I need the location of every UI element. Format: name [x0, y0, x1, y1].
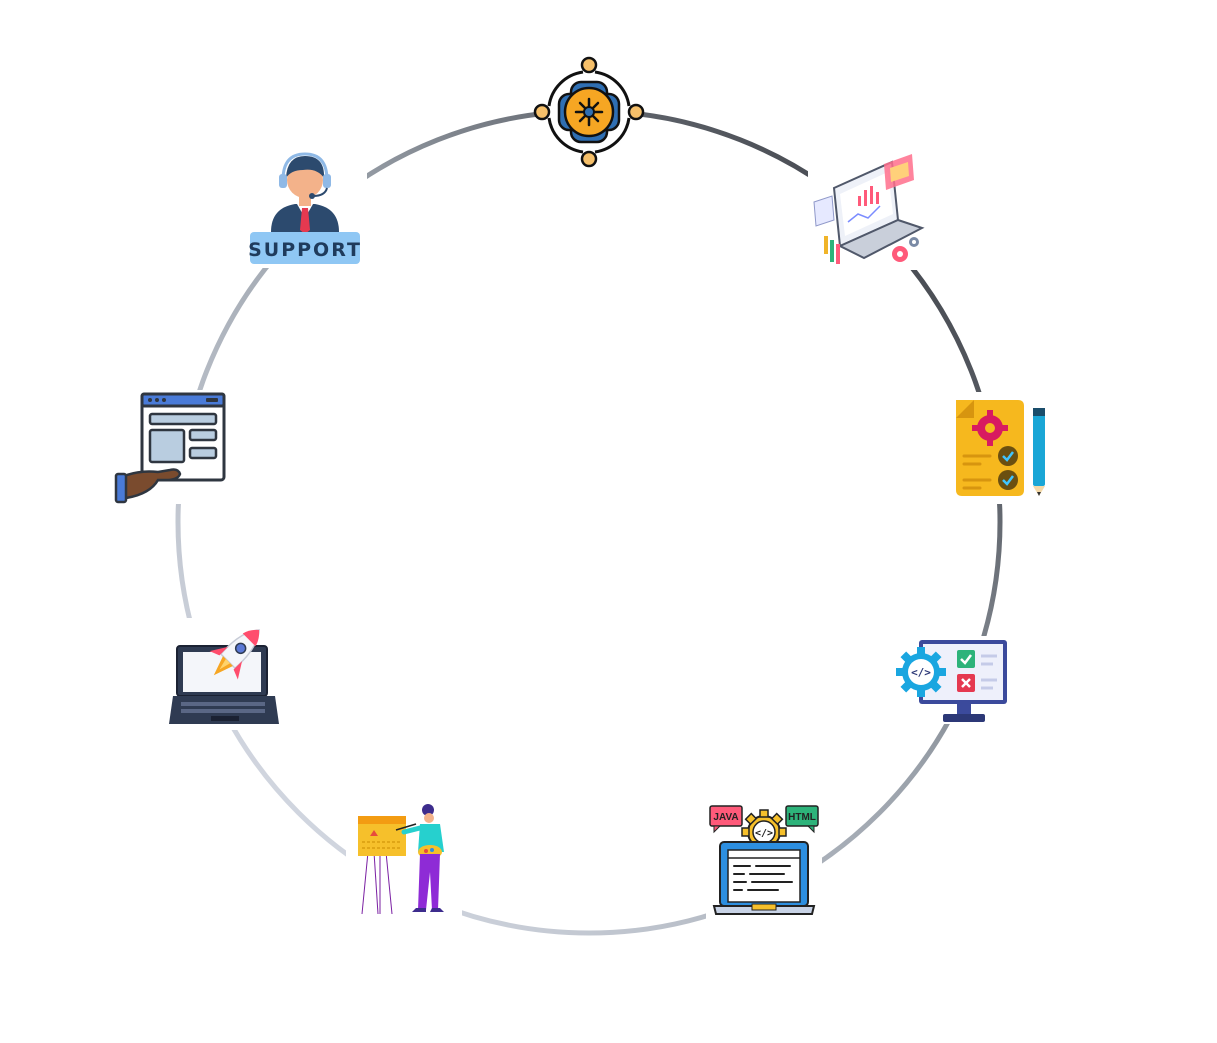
svg-text:</>: </> [755, 828, 773, 839]
java-tag: JAVA [713, 812, 738, 823]
rocket-laptop-icon [167, 618, 283, 730]
coding-laptop-icon: JAVA HTML </> [706, 804, 822, 920]
strategy-hub-icon [533, 56, 645, 168]
support-agent-icon: SUPPORT [243, 150, 367, 268]
svg-text:</>: </> [911, 666, 931, 679]
requirements-document-icon [948, 392, 1052, 504]
code-testing-monitor-icon: </> [895, 636, 1011, 724]
analytics-laptop-icon [808, 152, 928, 270]
designer-easel-icon [346, 800, 462, 924]
html-tag: HTML [788, 812, 816, 823]
support-badge-text: SUPPORT [248, 239, 362, 261]
hand-holding-website-icon [112, 390, 228, 504]
